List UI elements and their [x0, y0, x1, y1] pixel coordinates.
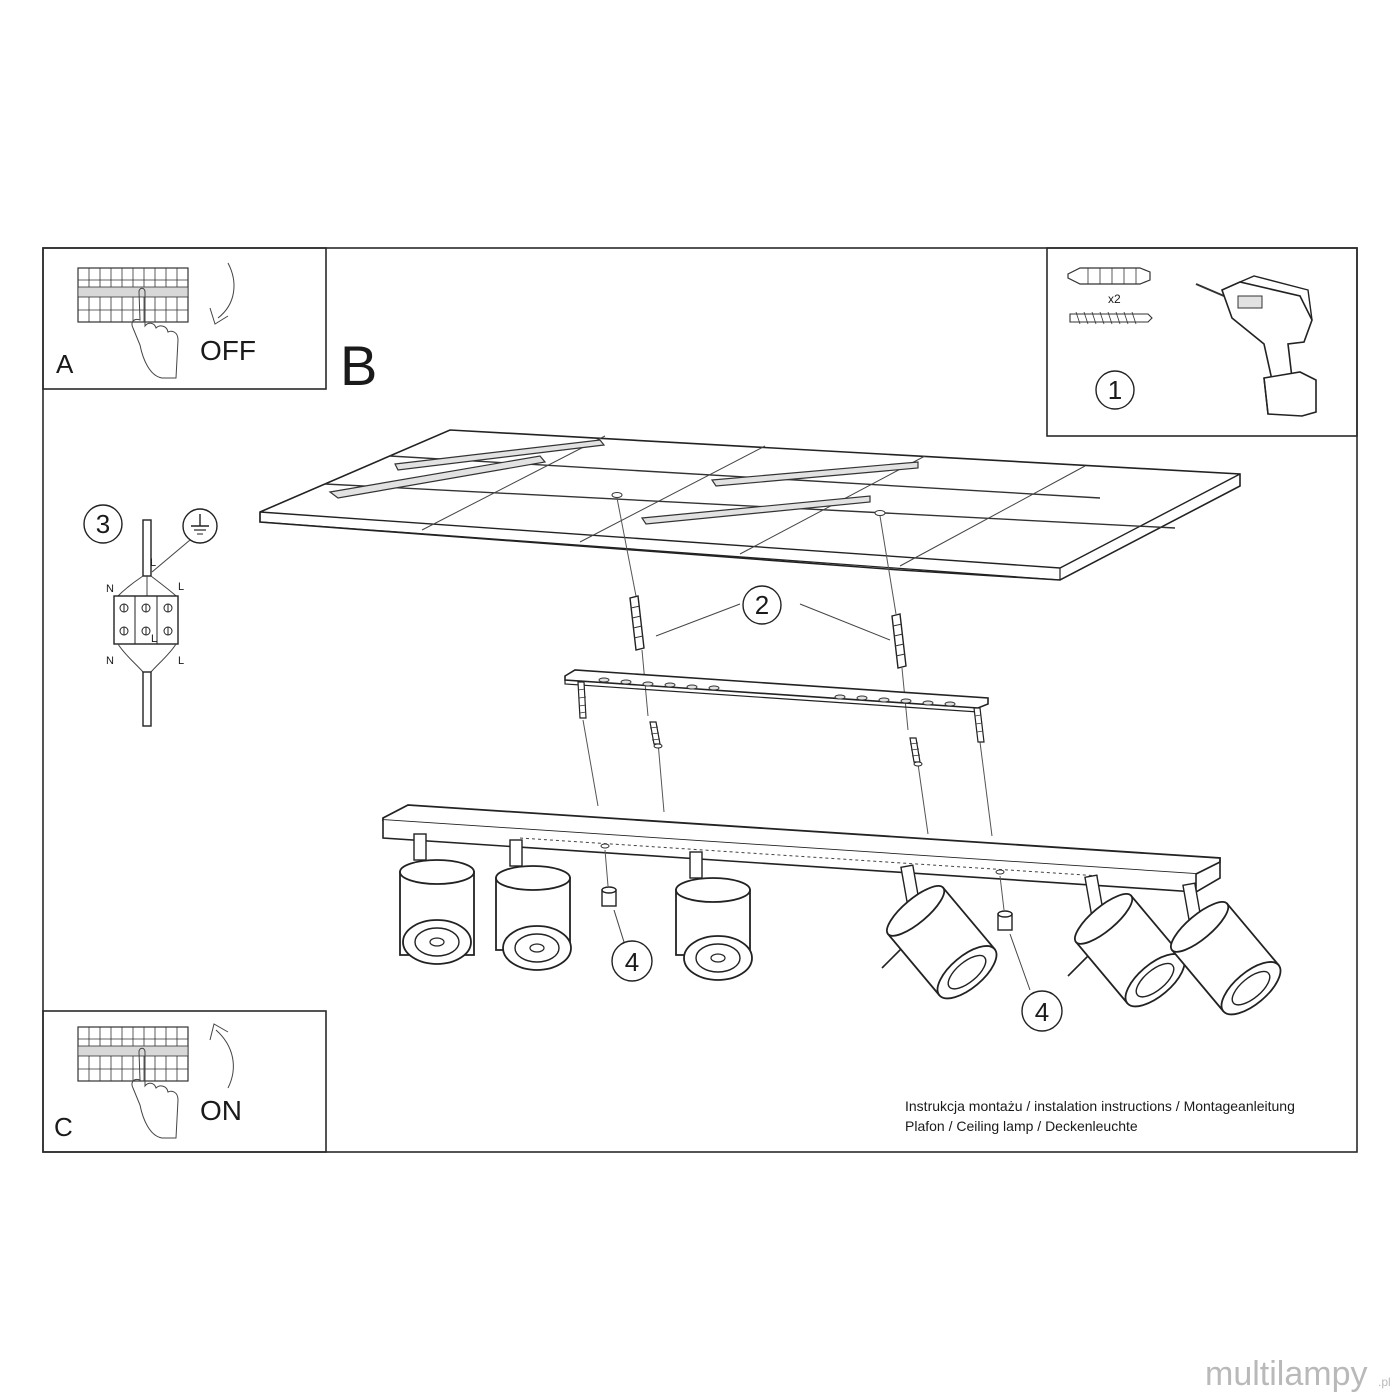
curved-arrow-icon — [209, 262, 235, 325]
circuit-breaker-icon — [77, 267, 189, 323]
watermark-suffix: .pl — [1378, 1375, 1391, 1389]
cover-cap-right — [997, 875, 1013, 931]
step-4-number-right: 4 — [1035, 997, 1049, 1027]
step-3-number: 3 — [96, 509, 110, 539]
wire-label-l-top: L — [150, 557, 156, 569]
step-4-badge — [611, 940, 653, 982]
footer-instructions-title: Instrukcja montażu / instalation instruc… — [905, 1098, 1295, 1114]
step-2-badge — [742, 585, 782, 625]
step-3-wiring: 3 L N L L N — [83, 504, 218, 727]
step-4-callout-left: 4 — [611, 909, 653, 982]
hand-icon — [131, 1047, 179, 1139]
wall-plug-icon — [629, 595, 645, 651]
panel-step-1: x2 1 — [1046, 247, 1358, 437]
lamp-rail — [382, 804, 1221, 893]
ground-icon — [182, 508, 218, 544]
wire-label-l-right: L — [178, 581, 184, 593]
panel-c-letter: C — [54, 1112, 73, 1142]
wire-label-l-bottom: L — [178, 655, 184, 667]
spotlight-icon — [1170, 882, 1282, 1016]
curved-arrow-icon — [209, 1023, 234, 1089]
wall-plug-icon — [891, 613, 907, 669]
terminal-block-icon — [113, 595, 179, 645]
panel-1-frame — [1046, 247, 1358, 437]
watermark-text: multilampy — [1205, 1355, 1367, 1393]
spotlight-icon — [675, 851, 753, 981]
panel-a-letter: A — [56, 349, 74, 379]
ceiling-tiles — [259, 429, 1241, 581]
watermark-logo: multilampy .pl — [1205, 1355, 1391, 1393]
wire-label-l-center: L — [151, 633, 157, 645]
mounting-bracket — [564, 669, 989, 743]
panel-a-frame — [42, 247, 327, 390]
step-3-badge — [83, 504, 123, 544]
step-2-callout: 2 — [655, 585, 891, 641]
step-1-quantity: x2 — [1108, 292, 1121, 306]
step-4-badge — [1021, 990, 1063, 1032]
drill-icon — [1195, 275, 1317, 417]
panel-a-off-label: OFF — [200, 335, 256, 366]
footer-product-type: Plafon / Ceiling lamp / Deckenleuchte — [905, 1118, 1138, 1134]
step-1-badge — [1095, 370, 1135, 410]
circuit-breaker-icon — [77, 1026, 189, 1082]
spotlight-icon — [495, 839, 572, 971]
hand-icon — [131, 287, 179, 379]
wire-label-n-bottom: N — [106, 655, 114, 667]
step-4-callout-right: 4 — [1009, 933, 1063, 1032]
panel-b-letter: B — [340, 334, 377, 397]
panel-c-frame — [42, 1010, 327, 1153]
wire-label-n-left: N — [106, 583, 114, 595]
panel-a: A OFF — [42, 247, 327, 390]
wall-plug-icon — [1067, 267, 1151, 285]
screw-icon — [909, 737, 923, 767]
step-2-number: 2 — [755, 590, 769, 620]
panel-c: C ON — [42, 1010, 327, 1153]
spotlight-icon — [881, 864, 998, 1000]
step-1-number: 1 — [1108, 375, 1122, 405]
spotlight-icon — [399, 833, 475, 965]
screw-icon — [649, 721, 663, 749]
cover-cap-left — [601, 849, 617, 907]
panel-c-on-label: ON — [200, 1095, 242, 1126]
outer-frame — [42, 247, 1358, 1153]
screw-icon — [1069, 311, 1153, 325]
step-4-number-left: 4 — [625, 947, 639, 977]
